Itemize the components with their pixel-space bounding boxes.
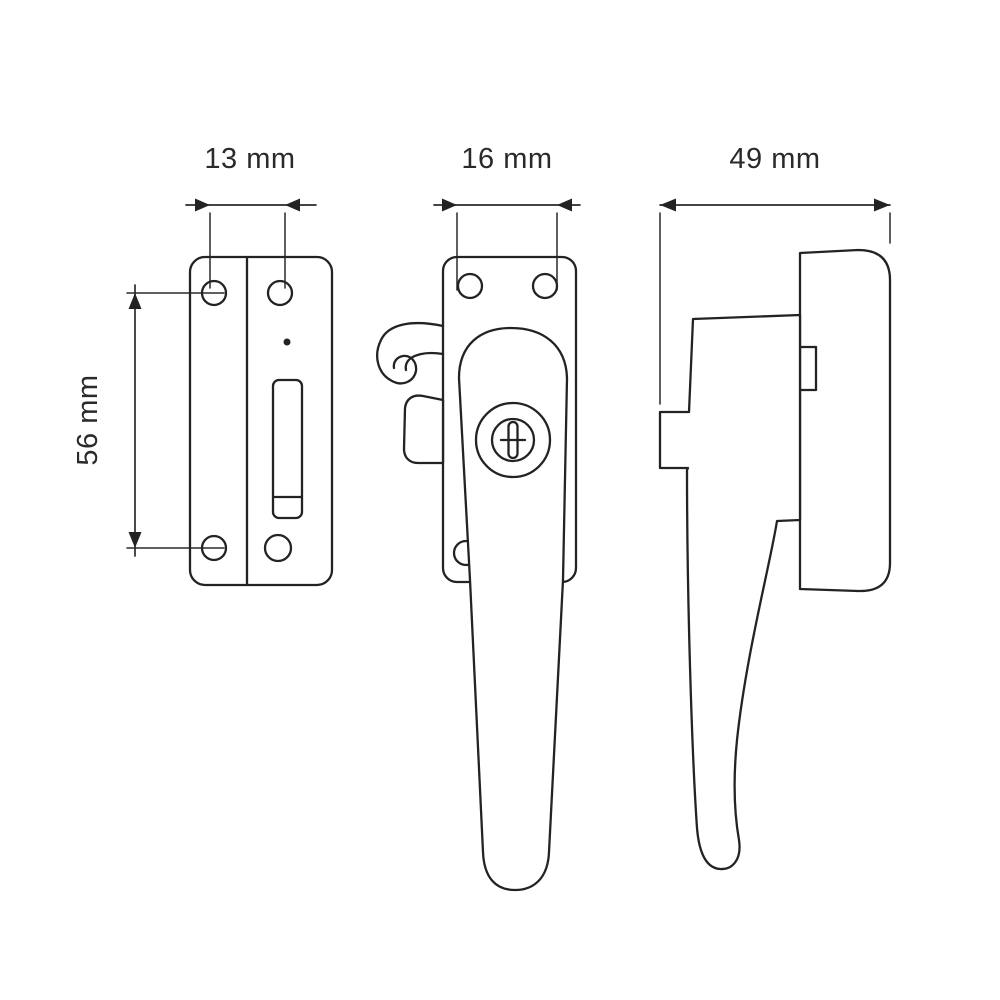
dimension-handle-plate-width: 16 mm — [433, 143, 581, 291]
arrowhead-right-icon — [874, 198, 890, 212]
screw-hole — [266, 279, 294, 307]
backplate-side-outline — [798, 248, 892, 593]
arrowhead-left-icon — [660, 198, 676, 212]
lock-cylinder-inner — [490, 417, 536, 463]
screw-hole — [531, 272, 559, 300]
spindle-boss — [798, 345, 818, 392]
arrowhead-up-icon — [128, 293, 142, 309]
mounting-hole-spacing-label: 56 mm — [72, 374, 104, 465]
arrowhead-left-icon — [285, 198, 300, 212]
hook-catch-outline — [376, 322, 445, 385]
screw-hole — [456, 272, 484, 300]
arrowhead-left-icon — [557, 198, 572, 212]
handle-depth-label: 49 mm — [729, 143, 820, 175]
latch-slot — [271, 378, 304, 520]
arrowhead-right-icon — [195, 198, 210, 212]
handle-plate-width-label: 16 mm — [461, 143, 552, 175]
screw-hole — [200, 534, 228, 562]
handle-front-view — [376, 255, 578, 892]
screw-hole — [263, 533, 293, 563]
arrowhead-down-icon — [128, 532, 142, 548]
keep-plate-outline — [188, 255, 334, 587]
keep-plate-front-view — [188, 255, 334, 587]
hook-catch-inner-line — [404, 351, 445, 372]
arrowhead-right-icon — [442, 198, 457, 212]
dimension-keep-plate-width: 13 mm — [185, 143, 317, 289]
dimension-mounting-hole-spacing: 56 mm — [72, 284, 225, 557]
pin-hole — [283, 338, 291, 346]
handle-side-view — [658, 248, 892, 871]
screw-hole — [200, 279, 228, 307]
latch-tab — [402, 394, 445, 465]
keep-plate-width-label: 13 mm — [204, 143, 295, 175]
handle-lever-front — [457, 326, 569, 892]
handle-lever-side — [658, 313, 802, 871]
dimension-handle-depth: 49 mm — [659, 143, 891, 405]
